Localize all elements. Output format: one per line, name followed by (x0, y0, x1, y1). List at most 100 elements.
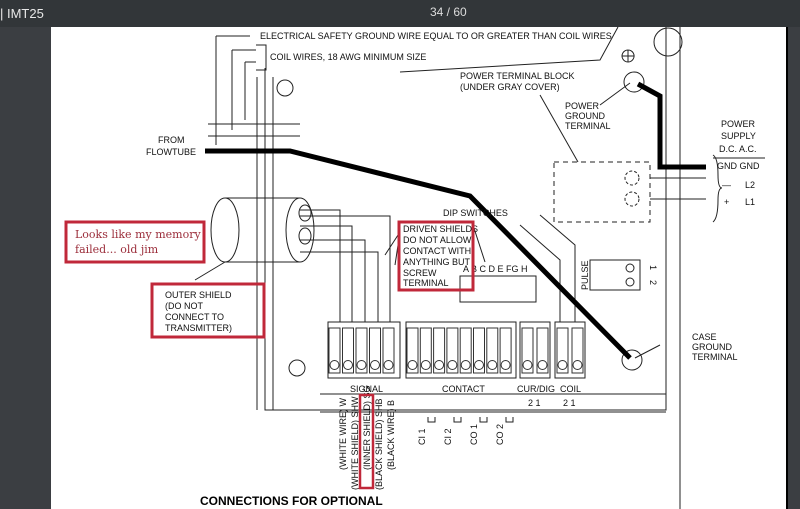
ac-l2: L2 (745, 180, 755, 190)
note-line: SCREW (403, 268, 437, 278)
ground-leader (215, 35, 250, 145)
note-line: OUTER SHIELD (165, 290, 232, 300)
terminal-screw (487, 360, 498, 370)
note-line: DRIVEN SHIELDS (403, 224, 478, 234)
contact-label: CO 2 (495, 424, 505, 445)
flowtube-label: FLOWTUBE (146, 147, 196, 157)
terminal-slot (328, 327, 341, 374)
ground-symbol-icon (621, 49, 635, 63)
power-ground-wire (636, 81, 706, 170)
pulse-label: PULSE (580, 260, 590, 290)
terminal-screw (356, 360, 367, 370)
cur-dig-numbers: 2 1 (528, 398, 541, 408)
power-supply-label: SUPPLY (721, 131, 756, 141)
terminal-slot (433, 327, 446, 374)
contact-label: CO 1 (469, 424, 479, 445)
coil-terminal-block (554, 321, 586, 379)
terminal-slot (571, 327, 584, 374)
note-line: DO NOT ALLOW (403, 235, 472, 245)
pulse-screw (625, 277, 635, 287)
enclosure-cover-line (399, 26, 619, 73)
terminal-slot (419, 327, 432, 374)
note-line: (DO NOT (165, 301, 203, 311)
enclosure-outline (264, 27, 667, 411)
terminal-slot (486, 327, 499, 374)
case-ground-label: TERMINAL (692, 352, 738, 362)
contact-bracket (479, 417, 488, 423)
cur-dig-label: CUR/DIG (517, 384, 555, 394)
dc-minus: — (722, 180, 731, 190)
terminal-screws (328, 327, 584, 374)
cable-outer-shield (210, 197, 240, 263)
contact-label: CONTACT (442, 384, 485, 394)
terminal-screw (407, 360, 418, 370)
terminal-slot (446, 327, 459, 374)
mount-hole (653, 27, 683, 57)
terminal-screw (537, 360, 548, 370)
power-ground-label: GROUND (565, 111, 605, 121)
mount-hole (288, 359, 306, 377)
terminal-screw (474, 360, 484, 370)
coil-label: COIL (560, 384, 581, 394)
coil-wire-leader (231, 44, 267, 130)
driven-shields-note: DRIVEN SHIELDS DO NOT ALLOW CONTACT WITH… (403, 224, 478, 288)
contact-label: CI 2 (443, 428, 453, 445)
power-ground-screw (623, 71, 645, 93)
case-ground-label: CASE (692, 332, 717, 342)
signal-terminal-block (327, 321, 401, 379)
outer-shield-note: OUTER SHIELD (DO NOT CONNECT TO TRANSMIT… (165, 290, 232, 333)
terminal-slot (459, 327, 472, 374)
terminal-screw (420, 360, 431, 370)
terminal-screw (383, 360, 394, 370)
pdf-page (51, 27, 786, 509)
power-terminal-block-sub: (UNDER GRAY COVER) (460, 82, 560, 92)
page-indicator[interactable]: 34 / 60 (430, 5, 467, 19)
power-screw (624, 170, 640, 186)
terminal-screw (460, 360, 471, 370)
inner-conductor (298, 227, 312, 245)
coil-wires (519, 214, 576, 322)
terminal-screw (370, 360, 380, 370)
inner-shield-highlight (358, 393, 375, 490)
signal-wire-label: (BLACK SHIELD) SHB (374, 398, 384, 490)
cable-body (225, 197, 300, 263)
pulse-screw (625, 263, 635, 273)
handwritten-annotation: Looks like my memory (75, 228, 201, 241)
mount-hole (276, 79, 294, 97)
terminal-screw (447, 360, 458, 370)
conduit-lines (256, 77, 274, 410)
terminal-slot (342, 327, 354, 374)
terminal-screw (329, 360, 340, 370)
signal-label: SIGNAL (350, 384, 383, 394)
terminal-slot (521, 327, 534, 374)
viewer-toolbar: | IMT25 34 / 60 (0, 0, 800, 27)
annotation-box (64, 220, 206, 264)
terminal-screw (522, 360, 533, 370)
scrollbar[interactable] (786, 27, 800, 509)
note-line: TERMINAL (403, 278, 449, 288)
terminal-slot (473, 327, 485, 374)
section-heading: CONNECTIONS FOR OPTIONAL (200, 494, 383, 508)
supply-brace (712, 154, 723, 223)
signal-wire-label: (WHITE WIRE) W (338, 398, 348, 470)
contact-bracket (427, 417, 436, 423)
terminal-screw (500, 360, 511, 370)
contact-terminal-block (405, 321, 517, 379)
dc-plus: + (724, 197, 729, 207)
leader-lines (194, 82, 661, 359)
pulse-terminal-block (589, 259, 641, 291)
coil-wires-label: COIL WIRES, 18 AWG MINIMUM SIZE (270, 52, 426, 62)
note-line: CONTACT WITH (403, 246, 471, 256)
note-line: TRANSMITTER) (165, 323, 232, 333)
signal-wire-labels: (WHITE WIRE) W(WHITE SHIELD) SHW(INNER S… (338, 385, 396, 490)
power-terminal-block (553, 161, 651, 223)
contact-bracket (505, 417, 514, 423)
contact-bracket (453, 417, 462, 423)
power-terminal-block-label: POWER TERMINAL BLOCK (460, 71, 575, 81)
power-supply-types: D.C. A.C. (719, 144, 757, 154)
ac-l1: L1 (745, 197, 755, 207)
power-ground-label: TERMINAL (565, 121, 611, 131)
power-wires (650, 177, 706, 200)
dip-letters: A B C D E FG H (463, 264, 528, 274)
driven-shields-box (397, 220, 475, 292)
